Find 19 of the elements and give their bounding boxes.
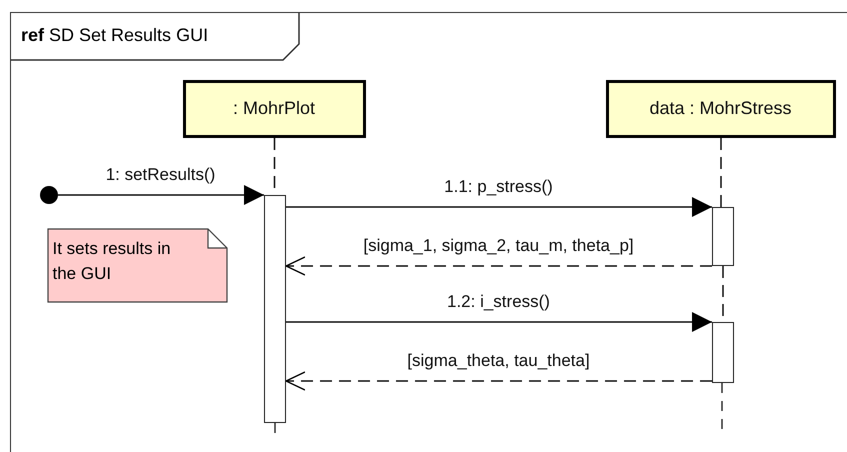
activation-bar (712, 206, 734, 266)
message-arrow (286, 312, 712, 332)
lifeline-head: data : MohrStress (606, 80, 836, 138)
activation-bar (712, 322, 734, 382)
message-label: 1.2: i_stress() (445, 292, 552, 312)
message-label: 1.1: p_stress() (442, 176, 555, 196)
activation-bar (264, 194, 286, 422)
message-arrow (286, 196, 712, 216)
message-arrow (58, 184, 264, 204)
note-text: It sets results in the GUI (52, 238, 172, 284)
lifeline-head: : MohrPlot (182, 80, 366, 138)
return-message-arrow (284, 256, 712, 276)
note (46, 228, 228, 302)
initial-point (40, 186, 58, 204)
frame-title: ref SD Set Results GUI (21, 25, 208, 46)
message-label: [sigma_theta, tau_theta] (405, 350, 592, 370)
frame (10, 12, 847, 452)
lifeline (720, 138, 722, 206)
return-message-arrow (284, 370, 712, 390)
